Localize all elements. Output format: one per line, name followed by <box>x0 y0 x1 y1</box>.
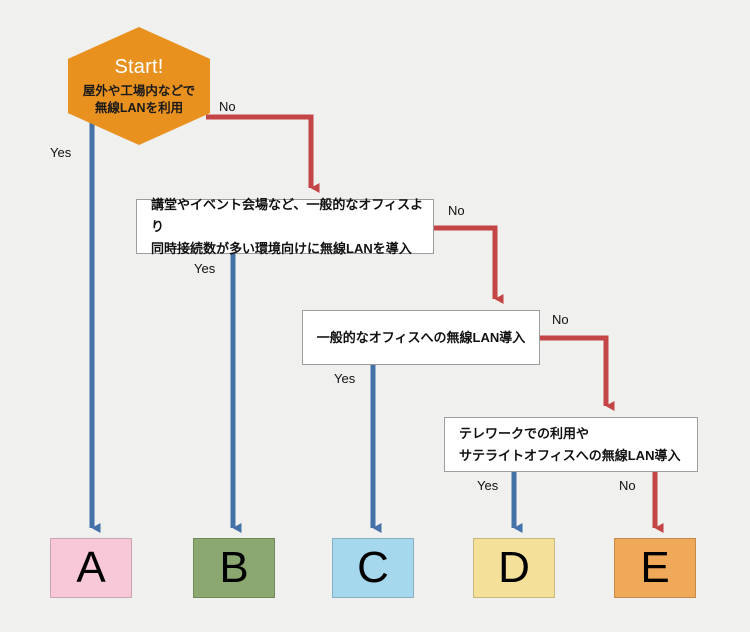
decision-box-2-text: 講堂やイベント会場など、一般的なオフィスより 同時接続数が多い環境向けに無線LA… <box>151 196 424 256</box>
decision-box-4-text: テレワークでの利用や サテライトオフィスへの無線LAN導入 <box>459 425 681 463</box>
edge-label-d2-yes: Yes <box>194 261 216 276</box>
decision-box-4[interactable]: テレワークでの利用や サテライトオフィスへの無線LAN導入 <box>444 417 698 472</box>
edge-label-d2-no: No <box>448 203 465 218</box>
result-label-d: D <box>498 543 530 592</box>
edge-start-no-to-d2 <box>206 114 320 193</box>
decision-box-3-text: 一般的なオフィスへの無線LAN導入 <box>316 329 526 345</box>
start-question: 屋外や工場内などで 無線LANを利用 <box>82 84 196 115</box>
result-box-d[interactable]: D <box>473 538 555 598</box>
result-box-c[interactable]: C <box>332 538 414 598</box>
decision-box-2[interactable]: 講堂やイベント会場など、一般的なオフィスより 同時接続数が多い環境向けに無線LA… <box>136 197 434 256</box>
edge-label-d3-no: No <box>552 312 569 327</box>
edge-label-d4-yes: Yes <box>477 478 499 493</box>
start-title: Start! <box>114 56 164 78</box>
decision-box-3[interactable]: 一般的なオフィスへの無線LAN導入 <box>302 310 540 365</box>
result-label-b: B <box>219 543 249 592</box>
edge-label-d4-no: No <box>619 478 636 493</box>
edge-label-start-yes: Yes <box>50 145 72 160</box>
edge-label-start-no: No <box>219 99 236 114</box>
edge-d3-no-to-d4 <box>540 335 615 411</box>
result-box-a[interactable]: A <box>50 538 132 598</box>
edge-label-d3-yes: Yes <box>334 371 356 386</box>
result-label-e: E <box>640 543 670 592</box>
result-box-e[interactable]: E <box>614 538 696 598</box>
edge-d2-no-to-d3 <box>434 225 504 304</box>
result-box-b[interactable]: B <box>193 538 275 598</box>
result-label-a: A <box>76 543 106 592</box>
result-label-c: C <box>357 543 389 592</box>
